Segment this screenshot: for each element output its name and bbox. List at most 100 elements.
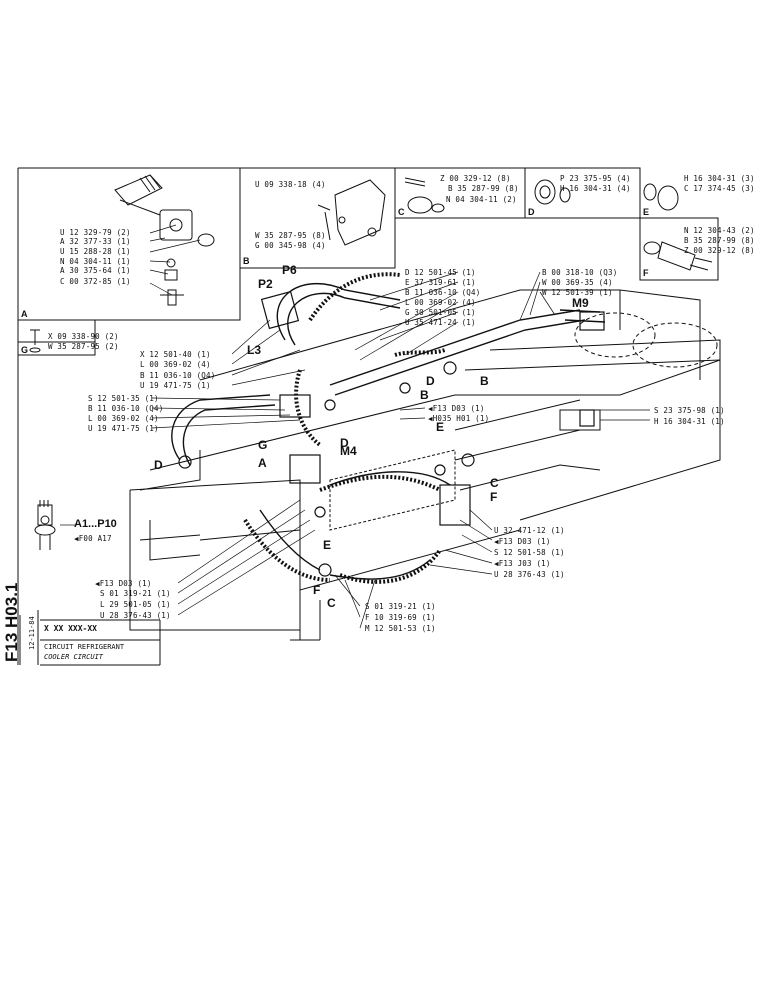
hose-ref-label-text: F00 A17 bbox=[78, 534, 112, 543]
callout-right-lower-1: U 32 471-12 (1) bbox=[494, 526, 565, 535]
box-b-part-3: G 00 345-98 (4) bbox=[255, 241, 326, 250]
marker-a: A bbox=[258, 456, 267, 470]
box-f-part-3: Z 00 329-12 (8) bbox=[684, 246, 755, 255]
callout-center-ref-2: ◀H035 H01 (1) bbox=[428, 414, 490, 423]
callout-top-right-2: W 00 369-35 (4) bbox=[542, 278, 613, 287]
box-d-letter: D bbox=[528, 207, 535, 217]
sheet-date: 12-11-84 bbox=[28, 616, 36, 650]
box-d-drawing bbox=[534, 179, 571, 205]
marker-m9: M9 bbox=[572, 296, 589, 310]
callout-center-ref-1: ◀F13 D03 (1) bbox=[428, 404, 485, 413]
box-e-drawing bbox=[643, 183, 679, 211]
callout-left-mid-2: B 11 036-10 (Q4) bbox=[88, 404, 164, 413]
marker-f-right: F bbox=[490, 490, 498, 504]
part-number-placeholder: X XX XXX-XX bbox=[44, 624, 97, 633]
leader-lines bbox=[60, 224, 650, 629]
marker-c-right: C bbox=[490, 476, 499, 490]
box-g-letter: G bbox=[21, 345, 29, 355]
title-french: CIRCUIT REFRIGERANT bbox=[44, 643, 125, 651]
callout-left-mid-3: L 00 369-02 (4) bbox=[88, 414, 159, 423]
box-a-letter: A bbox=[21, 309, 28, 319]
callout-right-lower-2: ◀F13 D03 (1) bbox=[494, 537, 551, 546]
marker-p2: P2 bbox=[258, 277, 273, 291]
callout-top-center-4: L 00 369-02 (4) bbox=[405, 298, 476, 307]
machine-frame bbox=[129, 289, 721, 641]
callout-bottom-center-1: S 01 319-21 (1) bbox=[365, 602, 436, 611]
callout-right-mid-2: H 16 304-31 (1) bbox=[654, 417, 725, 426]
box-b-letter: B bbox=[243, 256, 250, 266]
callout-bottom-left-1-text: F13 D03 (1) bbox=[99, 579, 152, 588]
callout-top-center-3: B 11 036-10 (Q4) bbox=[405, 288, 481, 297]
box-g-part-1: X 09 338-90 (2) bbox=[48, 332, 119, 341]
callout-bottom-center-2: F 10 319-69 (1) bbox=[365, 613, 436, 622]
box-a-part-3: U 15 288-28 (1) bbox=[60, 247, 131, 256]
callout-bottom-left-4: U 28 376-43 (1) bbox=[100, 611, 171, 620]
box-e-part-2: C 17 374-45 (3) bbox=[684, 184, 755, 193]
title-english: COOLER CIRCUIT bbox=[44, 653, 104, 661]
callout-right-lower-4: ◀F13 J03 (1) bbox=[494, 559, 551, 568]
box-d-part-2: H 16 304-31 (4) bbox=[560, 184, 631, 193]
box-f-part-2: B 35 287-99 (8) bbox=[684, 236, 755, 245]
marker-f-bottom: F bbox=[313, 583, 321, 597]
callout-right-lower-3: S 12 501-58 (1) bbox=[494, 548, 565, 557]
callout-bottom-center-3: M 12 501-53 (1) bbox=[365, 624, 436, 633]
callout-left-upper-3: B 11 036-10 (Q4) bbox=[140, 371, 216, 380]
callout-left-upper-2: L 00 369-02 (4) bbox=[140, 360, 211, 369]
box-f-drawing bbox=[643, 241, 713, 271]
box-g-part-2: W 35 287-95 (2) bbox=[48, 342, 119, 351]
callout-bottom-left-1: ◀F13 D03 (1) bbox=[95, 579, 152, 588]
box-c-part-1: Z 00 329-12 (8) bbox=[440, 174, 511, 183]
marker-e-upper: E bbox=[436, 420, 445, 434]
callout-bottom-left-2: S 01 319-21 (1) bbox=[100, 589, 171, 598]
braided-hoses bbox=[243, 272, 446, 584]
hose-ref-label: ◀F00 A17 bbox=[74, 534, 112, 543]
callout-top-center-5: G 30 501-05 (1) bbox=[405, 308, 476, 317]
box-c-part-3: N 04 304-11 (2) bbox=[446, 195, 517, 204]
marker-e-lower: E bbox=[323, 538, 332, 552]
marker-d-left: D bbox=[154, 458, 163, 472]
box-c-letter: C bbox=[398, 207, 405, 217]
hose-range-label: A1...P10 bbox=[74, 518, 117, 530]
marker-l3: L3 bbox=[247, 343, 262, 357]
callout-right-mid-1: S 23 375-98 (1) bbox=[654, 406, 725, 415]
marker-g: G bbox=[258, 438, 268, 452]
callout-top-right-3: W 12 501-39 (1) bbox=[542, 288, 613, 297]
box-a-part-1: U 12 329-79 (2) bbox=[60, 228, 131, 237]
frame-top-line bbox=[18, 167, 641, 208]
marker-p6: P6 bbox=[282, 263, 297, 277]
hose-detail-drawing bbox=[34, 500, 56, 550]
box-b-part-1: U 09 338-18 (4) bbox=[255, 180, 326, 189]
marker-d-center: D bbox=[426, 374, 435, 388]
box-a-part-5: A 30 375-64 (1) bbox=[60, 266, 131, 275]
box-b-part-2: W 35 287-95 (8) bbox=[255, 231, 326, 240]
box-b-drawing bbox=[317, 179, 386, 246]
callout-left-upper-4: U 19 471-75 (1) bbox=[140, 381, 211, 390]
callout-top-center-2: E 37 319-61 (1) bbox=[405, 278, 476, 287]
callout-right-lower-5: U 28 376-43 (1) bbox=[494, 570, 565, 579]
callout-center-ref-1-text: F13 D03 (1) bbox=[432, 404, 485, 413]
title-block-lines bbox=[19, 610, 161, 666]
marker-b-right: B bbox=[480, 374, 489, 388]
callout-top-center-6: U 35 471-24 (1) bbox=[405, 318, 476, 327]
sheet-code: F13 H03.1 bbox=[2, 582, 21, 662]
callout-top-right-1: B 00 318-10 (Q3) bbox=[542, 268, 618, 277]
box-a-part-6: C 00 372-85 (1) bbox=[60, 277, 131, 286]
box-f-letter: F bbox=[643, 268, 649, 278]
box-f-part-1: N 12 304-43 (2) bbox=[684, 226, 755, 235]
marker-b-center: B bbox=[420, 388, 429, 402]
box-e-letter: E bbox=[643, 207, 650, 217]
marker-d-mid: D bbox=[340, 436, 349, 450]
box-c-part-2: B 35 287-99 (8) bbox=[448, 184, 519, 193]
box-c-drawing bbox=[404, 177, 445, 214]
callout-center-ref-2-text: H035 H01 (1) bbox=[432, 414, 490, 423]
dashed-circle-right bbox=[632, 322, 718, 368]
callout-bottom-left-3: L 29 501-05 (1) bbox=[100, 600, 171, 609]
marker-m4: M4 bbox=[340, 444, 357, 458]
dashed-circle-left bbox=[574, 312, 656, 358]
callout-right-lower-2-text: F13 D03 (1) bbox=[498, 537, 551, 546]
marker-c-bottom: C bbox=[327, 596, 336, 610]
fittings bbox=[178, 290, 605, 577]
callout-top-center-1: D 12 501-45 (1) bbox=[405, 268, 476, 277]
